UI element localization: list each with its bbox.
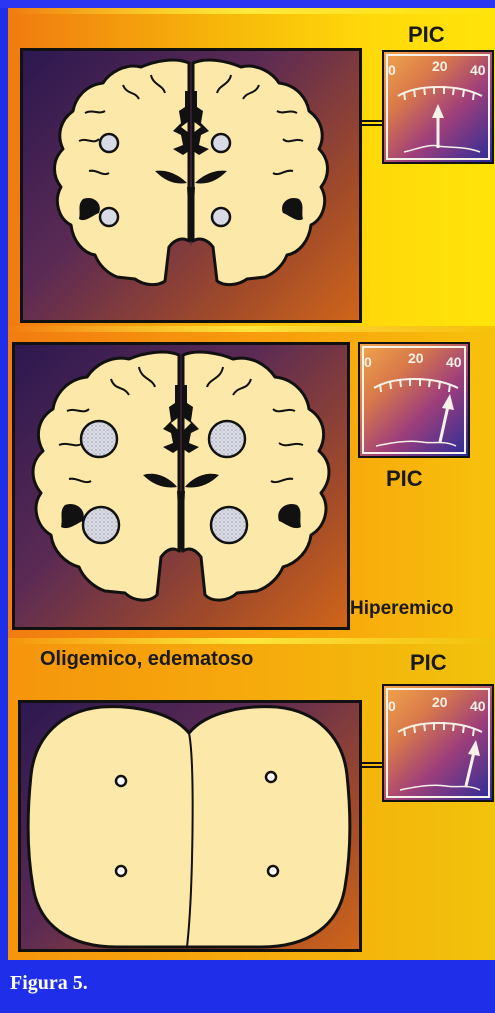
pic-gauge: 0 20 40 bbox=[382, 50, 494, 164]
pic-gauge: 0 20 40 bbox=[358, 342, 470, 458]
gauge-needle bbox=[384, 52, 492, 162]
gauge-connector bbox=[362, 120, 384, 126]
panel-highlight bbox=[8, 8, 495, 14]
figure-caption-bar: Figura 5. bbox=[0, 960, 495, 1013]
panel-highlight bbox=[8, 638, 495, 644]
panel-hyperemic: 0 20 40 PIC Hiperemico bbox=[8, 326, 495, 638]
gauge-label: PIC bbox=[408, 22, 445, 48]
top-bar bbox=[0, 0, 495, 8]
brain-coronal-hyperemic bbox=[15, 345, 347, 627]
gauge-label: PIC bbox=[410, 650, 447, 676]
gauge-connector bbox=[362, 762, 384, 768]
gauge-label: PIC bbox=[386, 466, 423, 492]
gauge-needle bbox=[360, 344, 468, 456]
brain-box bbox=[20, 48, 362, 323]
pic-gauge: 0 20 40 bbox=[382, 684, 494, 802]
state-label: Oligemico, edematoso bbox=[40, 648, 253, 671]
brain-swollen bbox=[21, 703, 359, 949]
brain-box bbox=[12, 342, 350, 630]
panel-highlight bbox=[8, 326, 495, 332]
brain-coronal-normal bbox=[23, 51, 359, 320]
panel-normal: PIC bbox=[8, 8, 495, 326]
gauge-needle bbox=[384, 686, 492, 800]
figure-caption: Figura 5. bbox=[10, 972, 88, 995]
state-label: Hiperemico bbox=[350, 598, 453, 620]
panel-oligemic: Oligemico, edematoso PIC 0 20 40 bbox=[8, 638, 495, 960]
brain-box bbox=[18, 700, 362, 952]
